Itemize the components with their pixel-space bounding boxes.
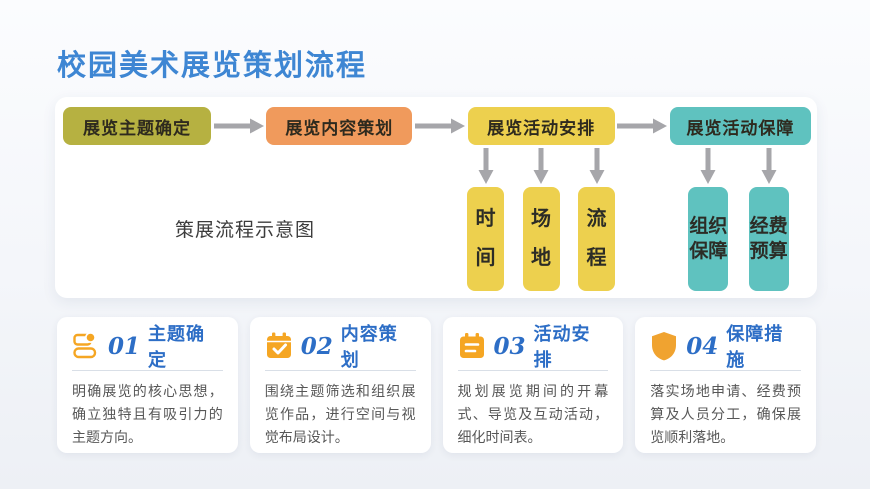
card-title: 主题确定	[148, 324, 206, 371]
arrow-right-icon	[414, 118, 465, 134]
arrow-down-icon	[761, 148, 777, 184]
card-divider	[264, 370, 416, 371]
subnode-budget: 经费预算	[748, 187, 789, 291]
flow-node-activity: 展览活动安排	[467, 107, 615, 145]
subnode-column-budget: 经费预算	[748, 148, 789, 291]
card-header: 03 活动安排	[458, 324, 609, 371]
flow-node-guarantee: 展览活动保障	[669, 107, 811, 145]
card-divider	[650, 370, 801, 371]
card-body: 规划展览期间的开幕式、导览及互动活动，细化时间表。	[457, 384, 609, 446]
card-number: 01	[108, 332, 141, 360]
shield-icon	[650, 331, 678, 361]
subnode-column-time: 时间	[467, 148, 504, 291]
info-card-content: 02 内容策划 围绕主题筛选和组织展览作品，进行空间与视觉布局设计。	[249, 317, 431, 453]
card-number: 04	[686, 332, 719, 360]
subnode-column-venue: 场地	[522, 148, 560, 291]
arrow-right-icon	[617, 118, 668, 134]
card-title: 活动安排	[533, 324, 591, 371]
flow-node-theme: 展览主题确定	[63, 107, 211, 145]
page-title: 校园美术展览策划流程	[57, 48, 368, 82]
calendar-check-icon	[265, 331, 293, 361]
arrow-down-icon	[700, 148, 716, 184]
card-number: 03	[493, 332, 526, 360]
info-card-guarantee: 04 保障措施 落实场地申请、经费预算及人员分工，确保展览顺利落地。	[635, 317, 816, 453]
subnode-venue: 场地	[522, 187, 560, 291]
info-card-theme: 01 主题确定 明确展览的核心思想，确立独特且有吸引力的主题方向。	[57, 317, 238, 453]
card-divider	[72, 370, 223, 371]
activity-subnode-group: 时间 场地 流程	[467, 148, 615, 291]
subnode-organization: 组织保障	[688, 187, 729, 291]
flowchart-caption: 策展流程示意图	[174, 219, 315, 241]
calendar-lines-icon	[458, 331, 486, 361]
card-divider	[457, 370, 609, 371]
subnode-column-process: 流程	[578, 148, 615, 291]
card-number: 02	[300, 332, 333, 360]
subnode-time: 时间	[467, 187, 504, 291]
flowchart-panel: 展览主题确定 展览内容策划 展览活动安排 展览活动保障 策展流程示意图 时间	[55, 97, 817, 298]
info-card-activity: 03 活动安排 规划展览期间的开幕式、导览及互动活动，细化时间表。	[442, 317, 624, 453]
guarantee-subnode-group: 组织保障 经费预算	[668, 148, 809, 291]
subnode-column-organization: 组织保障	[688, 148, 729, 291]
arrow-down-icon	[533, 148, 549, 184]
arrow-right-icon	[213, 118, 264, 134]
flowchart-main-row: 展览主题确定 展览内容策划 展览活动安排 展览活动保障	[63, 107, 811, 145]
card-header: 01 主题确定	[72, 324, 223, 371]
subnode-process: 流程	[578, 187, 615, 291]
card-body: 围绕主题筛选和组织展览作品，进行空间与视觉布局设计。	[264, 384, 416, 446]
card-header: 04 保障措施	[650, 324, 801, 371]
card-title: 内容策划	[340, 324, 398, 371]
info-cards-row: 01 主题确定 明确展览的核心思想，确立独特且有吸引力的主题方向。 02	[57, 317, 816, 453]
flow-node-content: 展览内容策划	[266, 107, 413, 145]
contact-card-icon	[72, 331, 100, 361]
card-body: 落实场地申请、经费预算及人员分工，确保展览顺利落地。	[650, 384, 801, 446]
card-body: 明确展览的核心思想，确立独特且有吸引力的主题方向。	[72, 384, 223, 446]
arrow-down-icon	[478, 148, 493, 184]
card-header: 02 内容策划	[265, 324, 416, 371]
arrow-down-icon	[589, 148, 604, 184]
card-title: 保障措施	[726, 324, 784, 371]
